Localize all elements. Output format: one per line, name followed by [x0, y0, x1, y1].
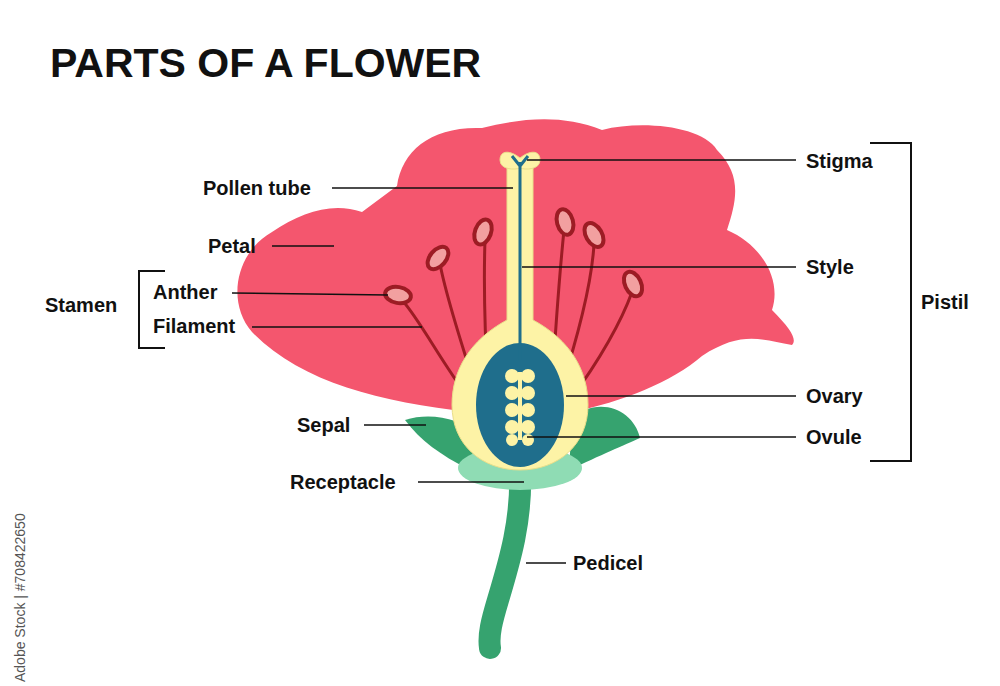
part-label: Style — [806, 256, 854, 279]
watermark: Adobe Stock | #708422650 — [12, 513, 28, 682]
ovules — [505, 369, 535, 446]
part-label: Ovule — [806, 426, 862, 449]
part-label: Pedicel — [573, 552, 643, 575]
part-label: Stigma — [806, 150, 873, 173]
pollen-tube-shape — [512, 156, 528, 360]
stem — [489, 470, 520, 648]
ovary-chamber — [476, 343, 564, 467]
part-label: Petal — [208, 235, 256, 258]
group-label: Stamen — [45, 294, 117, 317]
diagram-title: PARTS OF A FLOWER — [50, 40, 481, 87]
part-label: Sepal — [297, 414, 350, 437]
part-label: Filament — [153, 315, 235, 338]
part-label: Pollen tube — [203, 177, 311, 200]
part-label: Anther — [153, 281, 217, 304]
group-label: Pistil — [921, 291, 969, 314]
part-label: Ovary — [806, 385, 863, 408]
part-label: Receptacle — [290, 471, 396, 494]
pistil-bracket — [870, 143, 911, 461]
leader-lines — [232, 160, 796, 563]
